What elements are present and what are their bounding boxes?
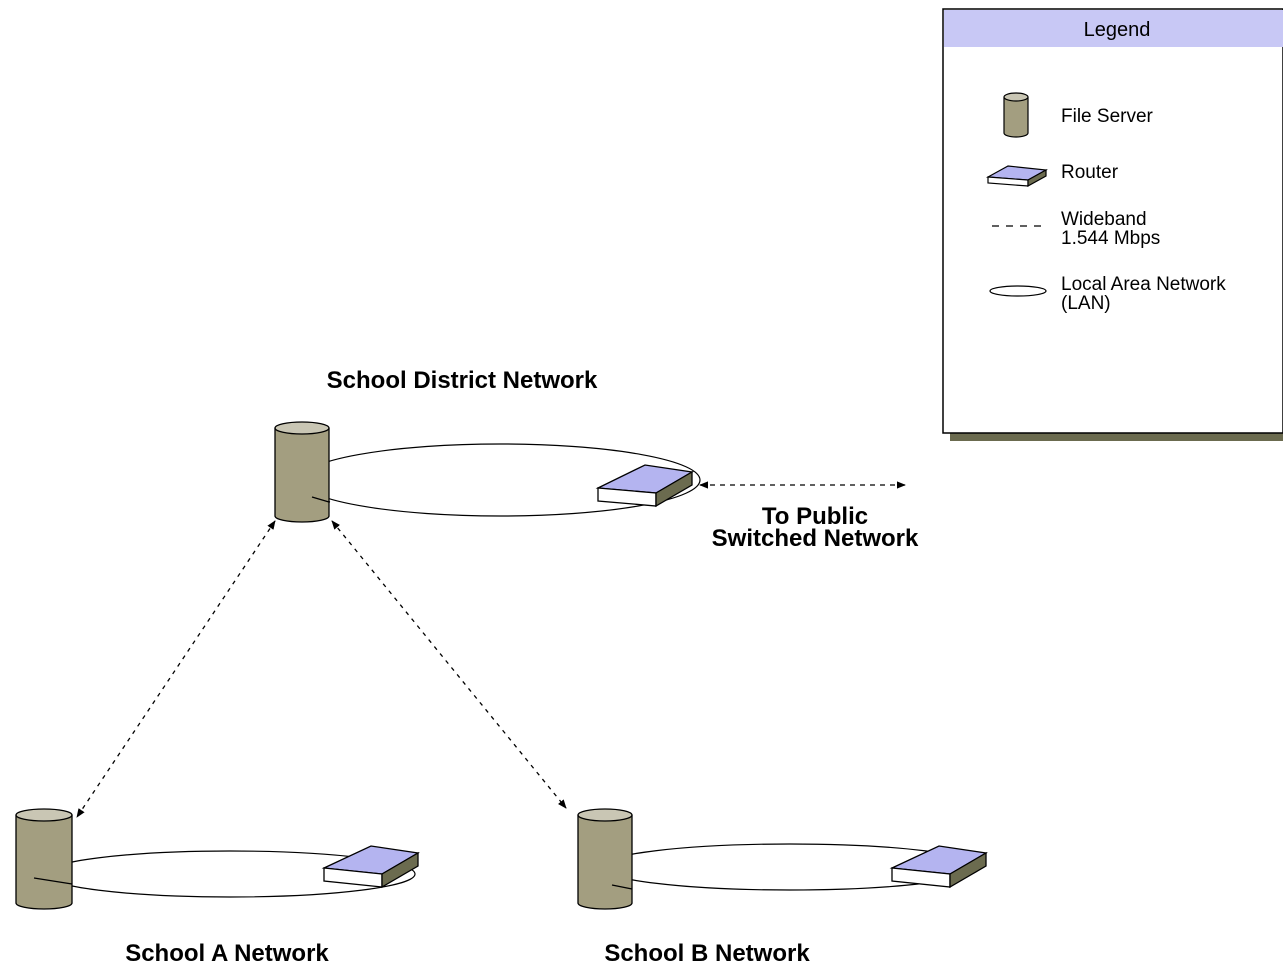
legend-header [944,10,1283,47]
district-network-label: School District Network [327,367,598,394]
legend-title: Legend [1084,19,1151,41]
public-network-label-line1: To Public [762,503,868,530]
school-b-network-label: School B Network [604,940,810,967]
school-b-router-icon [889,845,988,889]
legend-panel: Legend File Server Router Wideband 1.544… [942,8,1283,441]
legend-file-server-label: File Server [1061,106,1154,127]
public-network-label-line2: Switched Network [712,525,919,552]
legend-router-label: Router [1061,162,1119,183]
legend-wideband-label: Wideband [1061,209,1147,230]
legend-lan-abbr: (LAN) [1061,293,1111,314]
school-b-file-server-icon [577,808,633,910]
district-file-server-icon [274,421,330,523]
legend-file-server-icon [1003,92,1029,138]
school-a-router-icon [321,845,420,889]
school-a-file-server-icon [15,808,73,910]
legend-lan-icon [989,285,1047,297]
wideband-link-school-a [76,520,276,818]
wideband-link-school-b [331,520,567,809]
school-a-network-label: School A Network [125,940,329,967]
legend-router-icon [985,165,1048,188]
legend-wideband-speed: 1.544 Mbps [1061,228,1160,249]
legend-lan-label: Local Area Network [1061,274,1226,295]
district-router-icon [595,464,694,508]
